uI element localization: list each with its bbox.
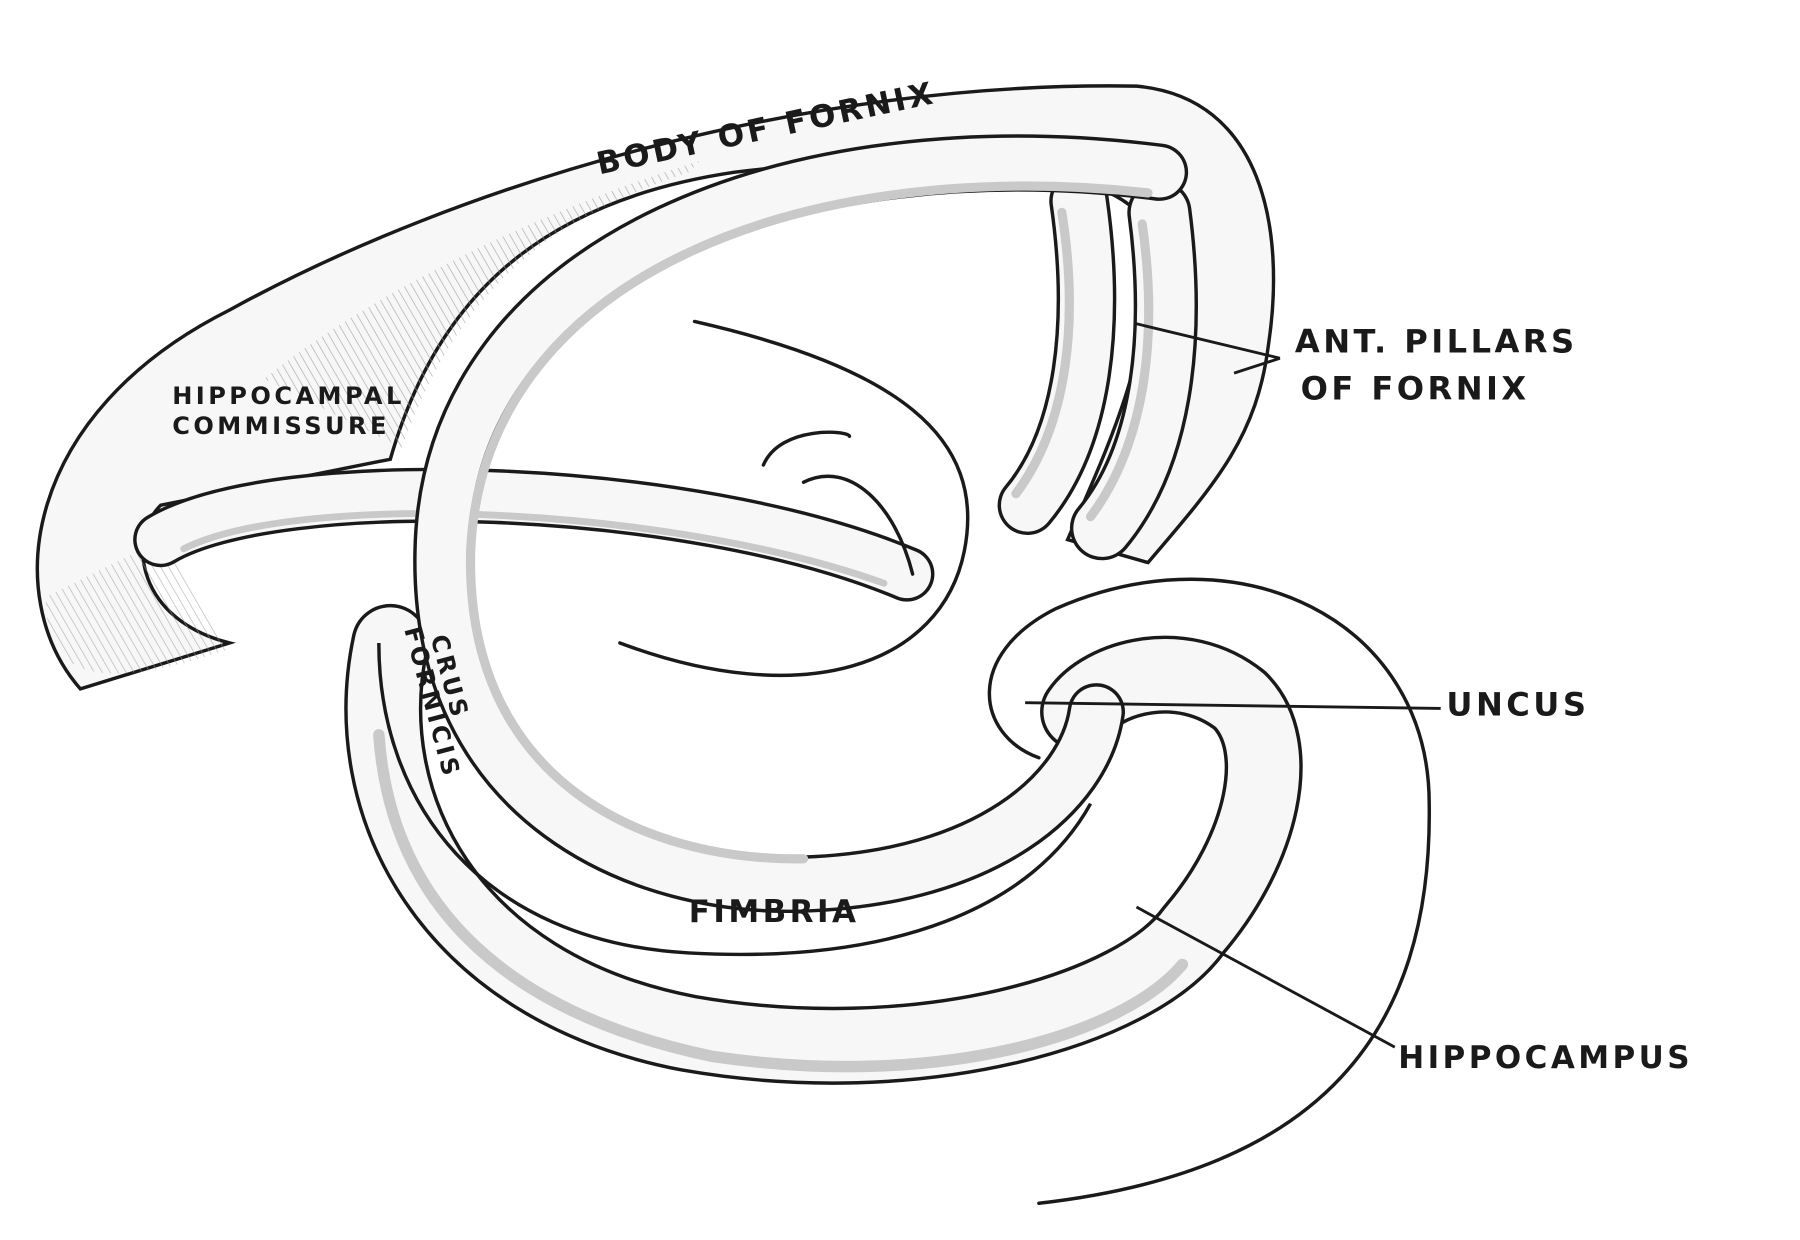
anterior-pillars-shape (997, 171, 1198, 561)
label-commissure: COMMISSURE (172, 412, 390, 440)
label-uncus: UNCUS (1446, 685, 1589, 723)
hippocampal-commissure-shape (133, 467, 935, 602)
leader-lines (1025, 322, 1441, 1049)
label-ant-pillars: ANT. PILLARS (1295, 322, 1578, 360)
label-of-fornix: OF FORNIX (1301, 370, 1530, 408)
thalamus-contour (618, 319, 970, 678)
label-fimbria: FIMBRIA (689, 894, 860, 930)
label-hippocampal: HIPPOCAMPAL (172, 382, 405, 410)
crus-fornicis-shape (413, 134, 1189, 914)
label-hippocampus: HIPPOCAMPUS (1398, 1040, 1693, 1076)
fimbria-hippocampus-shape (344, 603, 1303, 1085)
ventricle-tip (761, 430, 915, 576)
uncus-outline (987, 577, 1431, 1205)
